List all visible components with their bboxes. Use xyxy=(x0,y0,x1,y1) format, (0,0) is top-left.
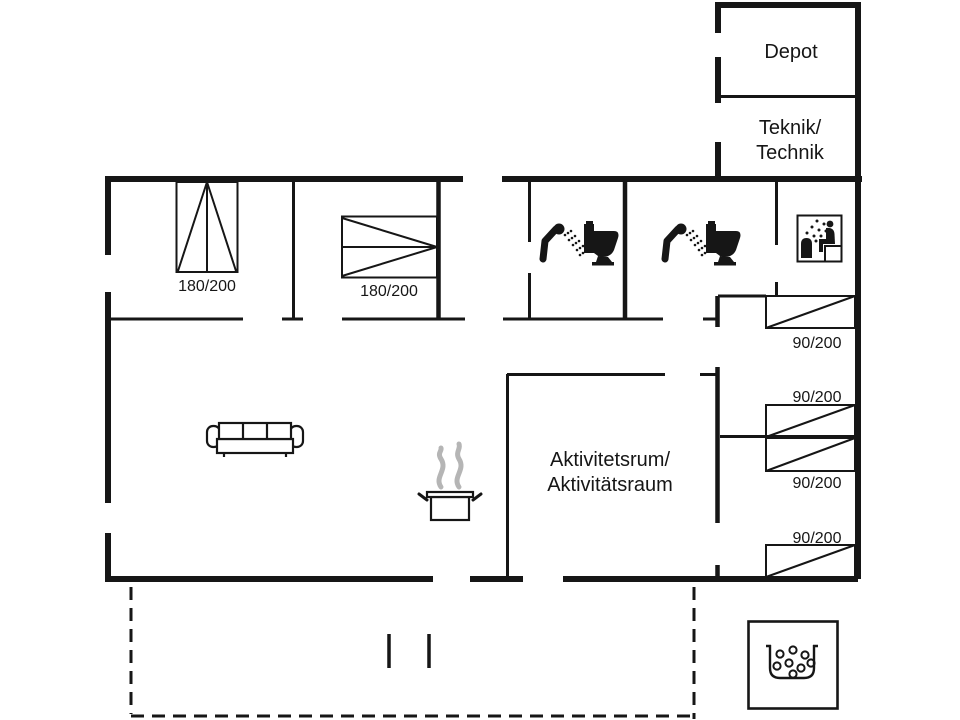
cooking-pot-icon xyxy=(417,441,483,522)
double-bed-mid-size: 180/200 xyxy=(360,283,418,300)
exterior-walls xyxy=(105,2,862,582)
room-technik: Teknik/ Technik xyxy=(756,117,825,164)
double-bed-left: 180/200 xyxy=(175,181,239,295)
sauna-steam-dots xyxy=(805,219,828,244)
single-bed-2-size: 90/200 xyxy=(793,389,842,406)
single-bed-1: 90/200 xyxy=(765,295,856,352)
terrace-step-marks xyxy=(387,634,431,668)
activity-label-line1: Aktivitetsrum/ xyxy=(550,449,670,471)
sauna-person xyxy=(819,220,841,261)
bathroom-2-icons xyxy=(665,221,741,266)
technik-label-line2: Technik xyxy=(756,142,825,164)
sauna-icon xyxy=(796,214,843,263)
room-activity: Aktivitetsrum/ Aktivitätsraum xyxy=(547,449,673,496)
double-bed-left-size: 180/200 xyxy=(178,278,236,295)
hot-tub-bubbles xyxy=(772,645,816,679)
sofa-icon xyxy=(205,421,305,457)
interior-walls-medium xyxy=(436,182,720,579)
technik-label-line1: Teknik/ xyxy=(759,117,822,139)
single-bed-4-size: 90/200 xyxy=(793,530,842,547)
bathroom-1-icons xyxy=(543,221,619,266)
terrace-outline xyxy=(129,587,696,719)
double-bed-mid: 180/200 xyxy=(341,215,438,300)
walls xyxy=(105,2,862,582)
interior-walls xyxy=(108,95,856,579)
single-bed-4: 90/200 xyxy=(765,530,856,578)
activity-label-line2: Aktivitätsraum xyxy=(547,474,673,496)
single-bed-3-size: 90/200 xyxy=(793,475,842,492)
depot-label: Depot xyxy=(764,41,818,63)
single-bed-3: 90/200 xyxy=(765,437,856,492)
room-depot: Depot xyxy=(764,41,818,63)
single-bed-1-size: 90/200 xyxy=(793,335,842,352)
hot-tub-icon xyxy=(747,620,839,710)
single-bed-2: 90/200 xyxy=(765,389,856,438)
